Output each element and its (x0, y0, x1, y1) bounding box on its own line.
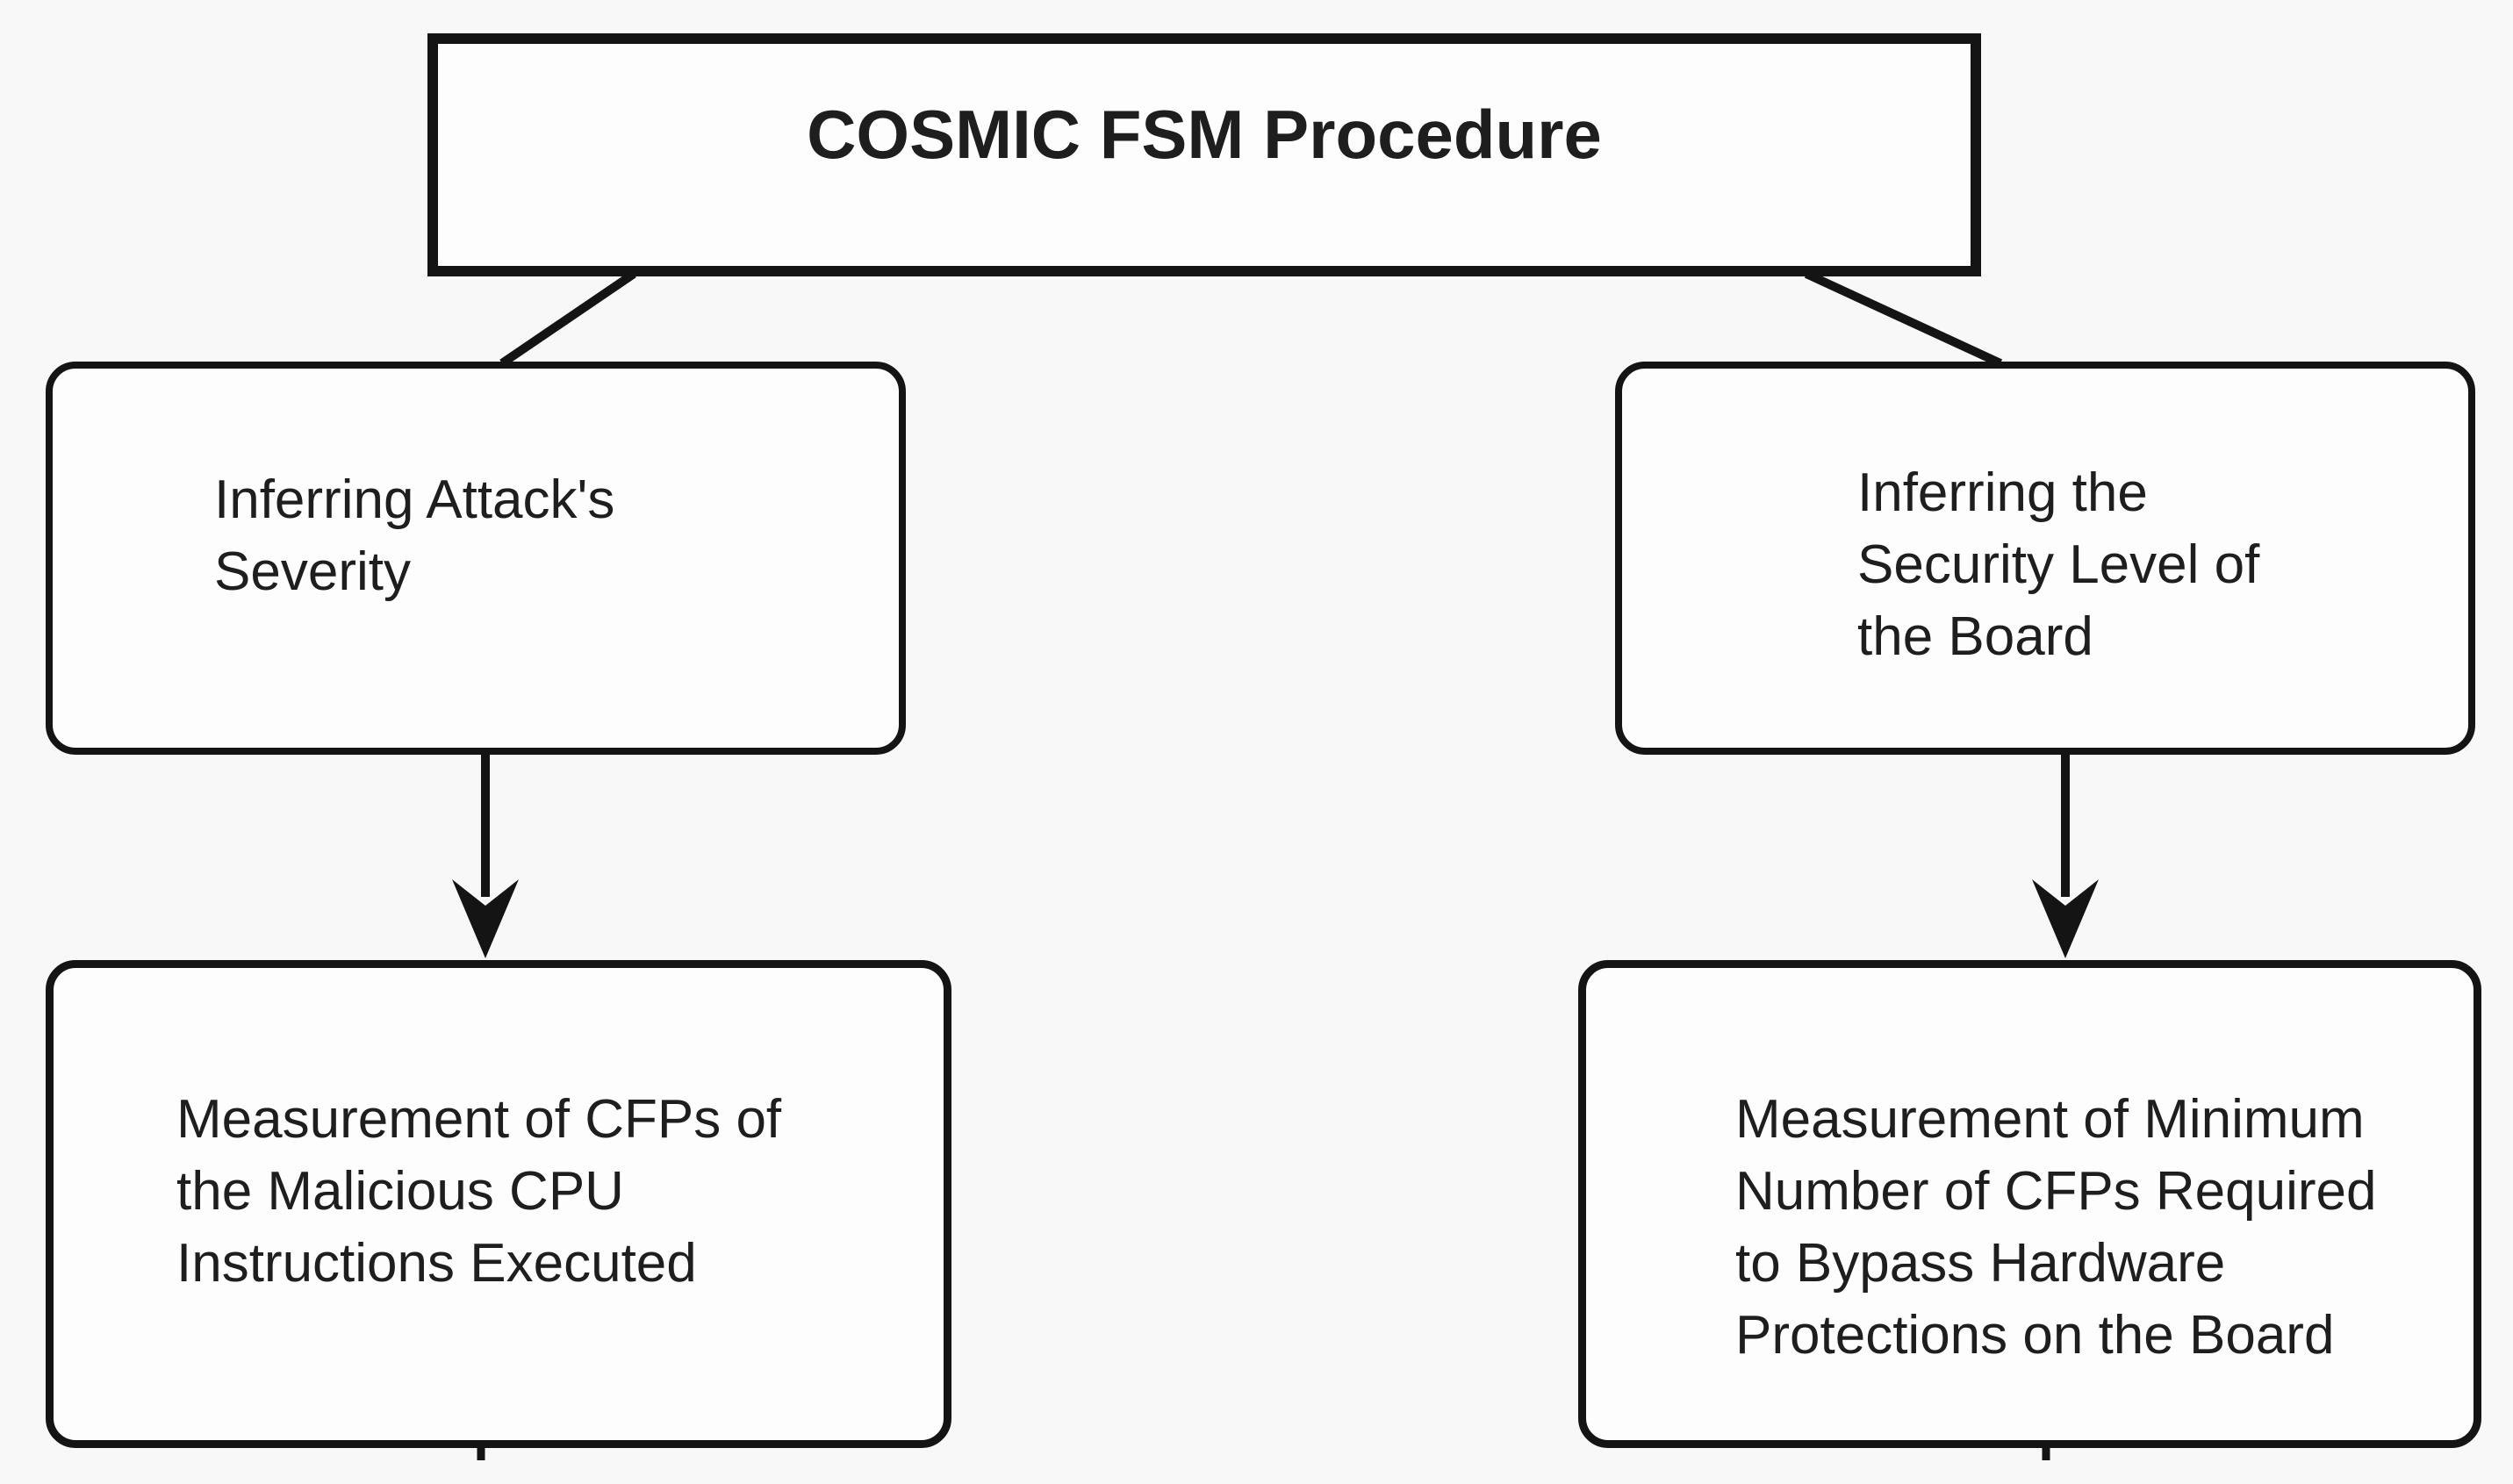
node-cosmic-fsm-procedure: COSMIC FSM Procedure (427, 33, 1981, 276)
text-line: the Board (1857, 606, 2093, 667)
node-text: Inferring the Security Level of the Boar… (1857, 457, 2468, 673)
node-inferring-attacks-severity: Inferring Attack's Severity (46, 362, 906, 755)
arrowhead-down-icon (2032, 879, 2099, 958)
node-text: Inferring Attack's Severity (214, 464, 899, 608)
text-line: the Malicious CPU (176, 1161, 624, 1222)
connector-root-to-right-branch (1804, 269, 2003, 368)
text-line: to Bypass Hardware (1735, 1233, 2226, 1294)
text-line: Security Level of (1857, 534, 2260, 595)
text-line: Inferring the (1857, 462, 2148, 523)
node-inferring-security-level: Inferring the Security Level of the Boar… (1615, 362, 2475, 755)
arrowhead-down-icon (452, 879, 519, 958)
connector-root-to-left-branch (499, 269, 636, 368)
text-line: Measurement of Minimum (1735, 1089, 2365, 1150)
text-line: Severity (214, 541, 411, 602)
node-text: Measurement of CFPs of the Malicious CPU… (176, 1084, 944, 1300)
node-measurement-minimum-cfps-bypass: Measurement of Minimum Number of CFPs Re… (1578, 960, 2481, 1448)
arrow-left-branch-to-left-leaf (452, 751, 519, 958)
text-line: Instructions Executed (176, 1233, 697, 1294)
text-line: Number of CFPs Required (1735, 1161, 2377, 1222)
node-measurement-cfps-malicious-instructions: Measurement of CFPs of the Malicious CPU… (46, 960, 951, 1448)
node-title: COSMIC FSM Procedure (807, 96, 1602, 173)
text-line: Measurement of CFPs of (176, 1089, 782, 1150)
node-text: Measurement of Minimum Number of CFPs Re… (1735, 1084, 2474, 1372)
text-line: Protections on the Board (1735, 1305, 2335, 1366)
text-line: Inferring Attack's (214, 470, 615, 530)
arrow-right-branch-to-right-leaf (2032, 751, 2099, 958)
